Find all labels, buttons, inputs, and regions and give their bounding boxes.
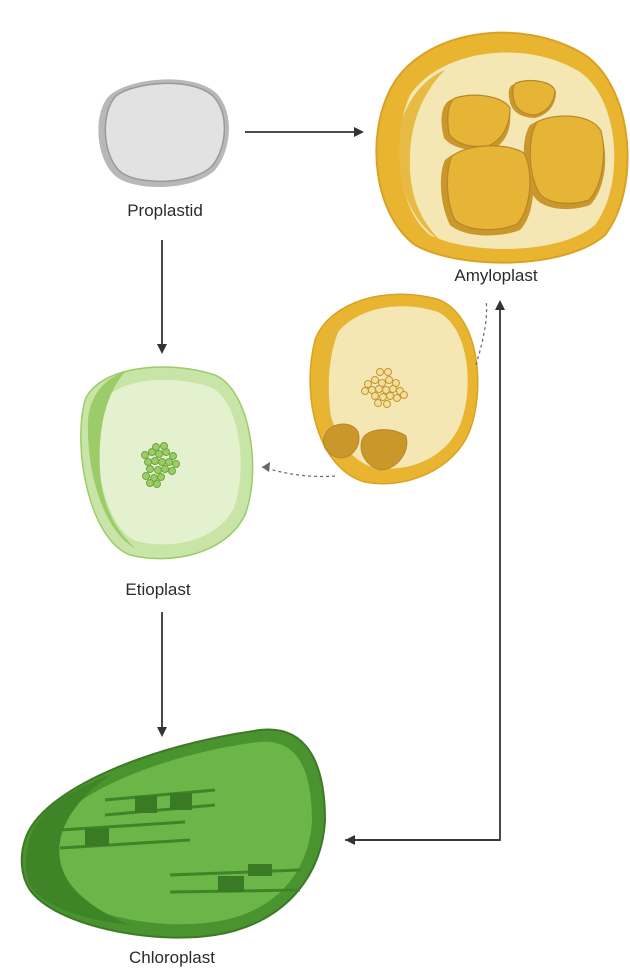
- chloroplast-organelle: [22, 730, 325, 938]
- intermediate-amyloplast: [310, 294, 478, 483]
- etioplast-organelle: [81, 367, 253, 559]
- proplastid-label: Proplastid: [127, 201, 203, 221]
- proplastid-organelle: [98, 79, 229, 187]
- chloroplast-label: Chloroplast: [129, 948, 215, 968]
- etioplast-label: Etioplast: [125, 580, 190, 600]
- amyloplast-label: Amyloplast: [454, 266, 537, 286]
- dashed-arrowhead-etioplast: [262, 462, 270, 472]
- amyloplast-organelle: [376, 33, 627, 263]
